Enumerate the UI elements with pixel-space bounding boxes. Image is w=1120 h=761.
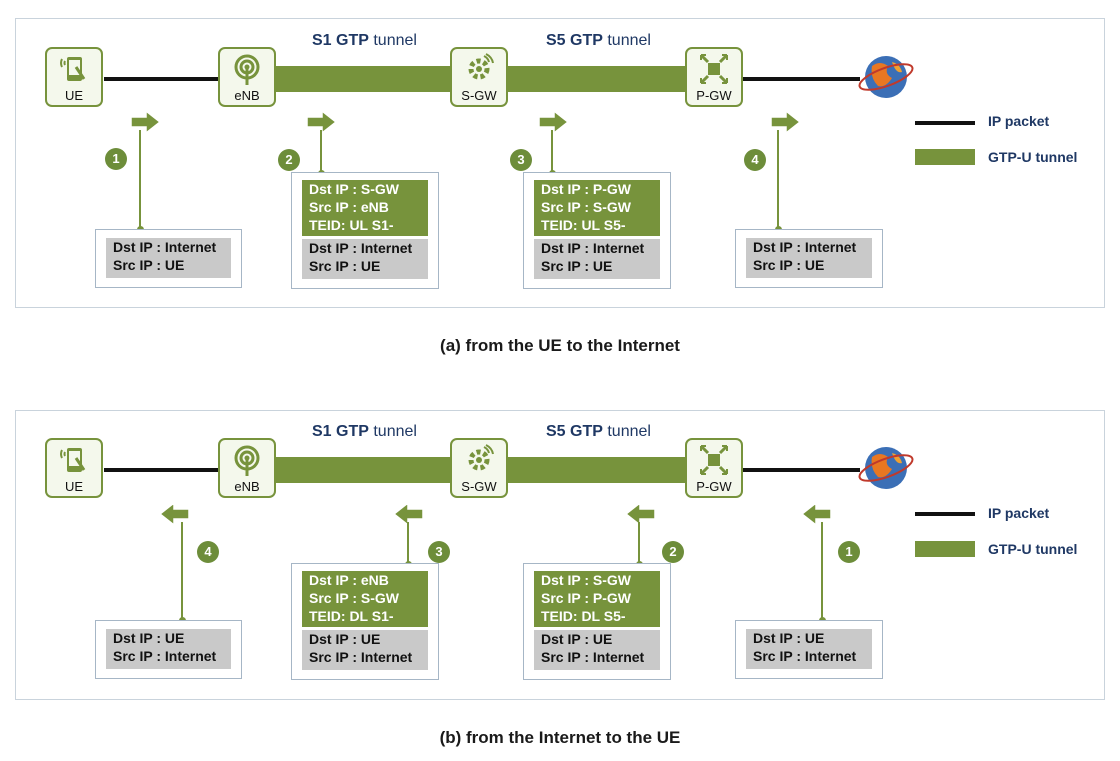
- antenna-icon: [234, 54, 260, 85]
- connector: [181, 522, 183, 620]
- pgw-node: P-GW: [685, 47, 743, 107]
- internet-globe-icon: [858, 56, 914, 98]
- connector: [777, 130, 779, 229]
- step-badge: 3: [428, 541, 450, 563]
- connector: [821, 522, 823, 620]
- arrow-left-icon: [800, 502, 832, 526]
- phone-icon: [60, 448, 86, 472]
- ip-link-ue-enb: [104, 468, 222, 472]
- gtp-header: Dst IP : eNB Src IP : S-GW TEID: DL S1-T…: [302, 571, 428, 642]
- legend-ip-packet: IP packet: [988, 113, 1050, 129]
- packet-box: Dst IP : P-GW Src IP : S-GW TEID: UL S5-…: [523, 172, 671, 289]
- step-badge: 2: [662, 541, 684, 563]
- arrow-right-icon: [130, 110, 162, 134]
- s1-tunnel-label: S1 GTP tunnel: [312, 32, 417, 49]
- connector: [407, 522, 409, 564]
- arrow-right-icon: [306, 110, 338, 134]
- antenna-icon: [234, 445, 260, 476]
- gtp-header: Dst IP : P-GW Src IP : S-GW TEID: UL S5-…: [534, 180, 660, 251]
- step-badge: 1: [838, 541, 860, 563]
- caption-downlink: (b) from the Internet to the UE: [439, 728, 681, 747]
- gtp-header: Dst IP : S-GW Src IP : eNB TEID: UL S1-T…: [302, 180, 428, 251]
- s1-gtp-tunnel: [276, 457, 452, 483]
- sgw-node: S-GW: [450, 47, 508, 107]
- gtp-header: Dst IP : S-GW Src IP : P-GW TEID: DL S5-…: [534, 571, 660, 642]
- legend-gtpu-swatch: [915, 541, 975, 557]
- legend-ip-packet-swatch: [915, 512, 975, 516]
- phone-icon: [60, 57, 86, 81]
- enb-node: eNB: [218, 47, 276, 107]
- arrow-right-icon: [538, 110, 570, 134]
- ip-payload: Dst IP : UE Src IP : Internet: [302, 630, 428, 670]
- router-arrows-icon: [699, 53, 729, 85]
- step-badge: 4: [197, 541, 219, 563]
- ip-payload: Dst IP : UE Src IP : Internet: [106, 629, 231, 669]
- ip-link-pgw-internet: [742, 77, 860, 81]
- internet-globe-icon: [858, 447, 914, 489]
- packet-box: Dst IP : S-GW Src IP : eNB TEID: UL S1-T…: [291, 172, 439, 289]
- s1-tunnel-label: S1 GTP tunnel: [312, 423, 417, 440]
- gateway-gear-icon: [468, 444, 494, 471]
- legend-ip-packet-swatch: [915, 121, 975, 125]
- packet-box: Dst IP : Internet Src IP : UE: [735, 229, 883, 288]
- packet-box: Dst IP : eNB Src IP : S-GW TEID: DL S1-T…: [291, 563, 439, 680]
- connector: [551, 130, 553, 173]
- packet-box: Dst IP : UE Src IP : Internet: [95, 620, 242, 679]
- connector: [139, 130, 141, 229]
- ip-link-ue-enb: [104, 77, 222, 81]
- ue-node: UE: [45, 47, 103, 107]
- ip-payload: Dst IP : Internet Src IP : UE: [106, 238, 231, 278]
- arrow-left-icon: [392, 502, 424, 526]
- gateway-gear-icon: [468, 53, 494, 80]
- s5-gtp-tunnel: [508, 66, 688, 92]
- arrow-left-icon: [624, 502, 656, 526]
- ip-payload: Dst IP : UE Src IP : Internet: [534, 630, 660, 670]
- sgw-node: S-GW: [450, 438, 508, 498]
- router-arrows-icon: [699, 444, 729, 476]
- s5-gtp-tunnel: [508, 457, 688, 483]
- arrow-left-icon: [158, 502, 190, 526]
- s5-tunnel-label: S5 GTP tunnel: [546, 32, 651, 49]
- arrow-right-icon: [770, 110, 802, 134]
- ip-payload: Dst IP : Internet Src IP : UE: [302, 239, 428, 279]
- step-badge: 2: [278, 149, 300, 171]
- packet-box: Dst IP : S-GW Src IP : P-GW TEID: DL S5-…: [523, 563, 671, 680]
- legend-gtpu-tunnel: GTP-U tunnel: [988, 541, 1078, 557]
- step-badge: 4: [744, 149, 766, 171]
- ip-payload: Dst IP : UE Src IP : Internet: [746, 629, 872, 669]
- ip-link-pgw-internet: [742, 468, 860, 472]
- ip-payload: Dst IP : Internet Src IP : UE: [534, 239, 660, 279]
- enb-node: eNB: [218, 438, 276, 498]
- ip-payload: Dst IP : Internet Src IP : UE: [746, 238, 872, 278]
- step-badge: 3: [510, 149, 532, 171]
- s1-gtp-tunnel: [276, 66, 452, 92]
- connector: [320, 130, 322, 173]
- ue-node: UE: [45, 438, 103, 498]
- s5-tunnel-label: S5 GTP tunnel: [546, 423, 651, 440]
- packet-box: Dst IP : UE Src IP : Internet: [735, 620, 883, 679]
- connector: [638, 522, 640, 564]
- legend-gtpu-tunnel: GTP-U tunnel: [988, 149, 1078, 165]
- step-badge: 1: [105, 148, 127, 170]
- pgw-node: P-GW: [685, 438, 743, 498]
- legend-gtpu-swatch: [915, 149, 975, 165]
- packet-box: Dst IP : Internet Src IP : UE: [95, 229, 242, 288]
- caption-uplink: (a) from the UE to the Internet: [440, 336, 680, 355]
- legend-ip-packet: IP packet: [988, 505, 1050, 521]
